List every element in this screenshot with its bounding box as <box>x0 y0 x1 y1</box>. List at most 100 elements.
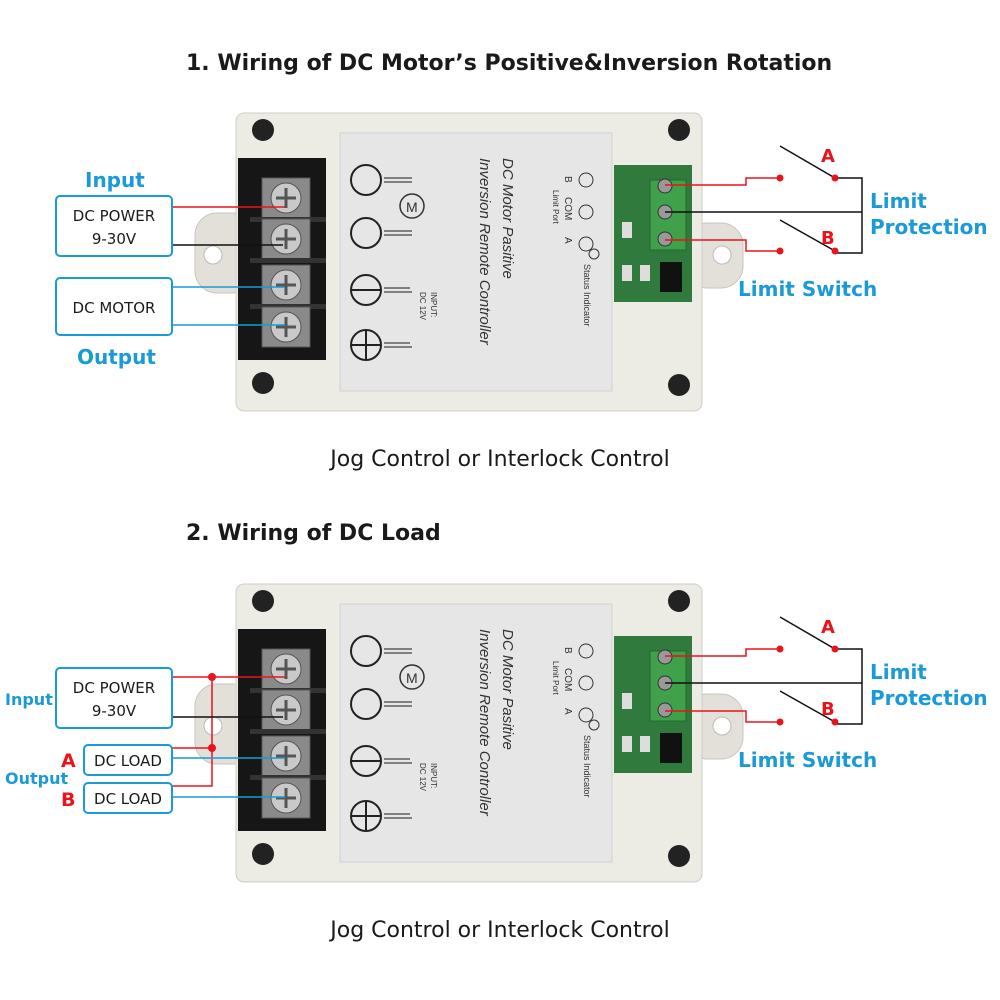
limit-switch-label: Limit Switch <box>738 277 877 301</box>
status-indicator-led <box>588 248 600 260</box>
screw-hole <box>252 119 274 141</box>
junction-dot <box>208 673 216 681</box>
dc-motor-box <box>55 277 173 336</box>
status-indicator-led <box>588 719 600 731</box>
smd-component <box>622 693 632 709</box>
screw-hole <box>252 590 274 612</box>
limit-port-led <box>578 707 594 723</box>
svg-text:DC 12V: DC 12V <box>418 292 427 321</box>
svg-text:COM: COM <box>562 197 573 220</box>
limit-screw <box>657 649 673 665</box>
switch-contact <box>831 645 839 653</box>
wire <box>779 219 836 252</box>
svg-text:Limit Port: Limit Port <box>551 661 560 696</box>
limit-port-led <box>578 643 594 659</box>
svg-text:INPUT:: INPUT: <box>429 292 438 317</box>
wire-blue <box>172 286 285 326</box>
dc-load-b-box <box>83 782 173 814</box>
arrow-icon <box>384 230 412 236</box>
svg-text:DC Motor Pasitive: DC Motor Pasitive <box>499 629 516 750</box>
dc-power-box <box>55 667 173 729</box>
arrow-icon <box>384 342 412 348</box>
panel-terminal-symbol <box>350 688 382 720</box>
switch-contact <box>776 174 784 182</box>
arrow-icon <box>384 813 412 819</box>
smd-component <box>622 265 632 281</box>
svg-text:INPUT:: INPUT: <box>429 763 438 788</box>
svg-text:Status Indicator: Status Indicator <box>582 735 592 798</box>
limit-protection-label: Limit <box>870 189 927 213</box>
limit-screw <box>657 231 673 247</box>
wire <box>665 239 780 252</box>
svg-text:Status Indicator: Status Indicator <box>582 264 592 327</box>
ear-hole <box>712 716 732 736</box>
svg-text:DC LOAD: DC LOAD <box>94 752 162 770</box>
wire <box>665 177 780 186</box>
terminal-divider <box>250 258 326 263</box>
motor-icon <box>399 664 425 690</box>
limit-protection-label: Protection <box>870 215 988 239</box>
limit-protection-label: Protection <box>870 686 988 710</box>
panel-terminal-symbol <box>350 164 382 196</box>
section-1-title: 1. Wiring of DC Motor’s Positive&Inversi… <box>186 51 832 76</box>
arrow-icon <box>384 648 412 654</box>
screw-hole <box>668 845 690 867</box>
dc-load-a-box <box>83 744 173 776</box>
limit-port-led <box>578 204 594 220</box>
svg-text:DC POWER: DC POWER <box>73 679 155 697</box>
svg-text:COM: COM <box>562 668 573 691</box>
load-a-marker: A <box>61 750 76 772</box>
limit-screw <box>657 702 673 718</box>
svg-text:DC 12V: DC 12V <box>418 763 427 792</box>
section-2-title: 2. Wiring of DC Load <box>186 521 441 546</box>
section-1-caption: Jog Control or Interlock Control <box>328 447 670 472</box>
switch-a-label: A <box>821 146 835 167</box>
screw-hole <box>668 119 690 141</box>
wire <box>779 690 836 723</box>
limit-protection-label: Limit <box>870 660 927 684</box>
svg-text:DC Motor Pasitive: DC Motor Pasitive <box>499 158 516 279</box>
svg-text:B: B <box>562 176 573 183</box>
switch-contact <box>776 247 784 255</box>
relay-chip <box>660 733 682 763</box>
panel-terminal-symbol <box>350 217 382 249</box>
output-label: Output <box>77 345 156 369</box>
limit-screw <box>657 178 673 194</box>
limit-port-led <box>578 172 594 188</box>
input-label: Input <box>85 168 145 192</box>
svg-text:9-30V: 9-30V <box>92 702 137 720</box>
switch-contact <box>831 174 839 182</box>
switch-contact <box>831 718 839 726</box>
svg-text:DC POWER: DC POWER <box>73 207 155 225</box>
ear-hole <box>203 716 223 736</box>
wire <box>779 616 863 725</box>
wire <box>665 648 780 657</box>
switch-a-label: A <box>821 617 835 638</box>
input-label: Input <box>5 690 53 709</box>
svg-text:B: B <box>562 647 573 654</box>
smd-component <box>622 222 632 238</box>
arrow-icon <box>384 758 412 764</box>
switch-contact <box>776 645 784 653</box>
switch-contact <box>831 247 839 255</box>
section-2-caption: Jog Control or Interlock Control <box>328 918 670 943</box>
ear-hole <box>712 245 732 265</box>
ear-hole <box>203 245 223 265</box>
screw-hole <box>668 374 690 396</box>
limit-port-led <box>578 675 594 691</box>
smd-component <box>640 736 650 752</box>
svg-text:Inversion Remote Controller: Inversion Remote Controller <box>476 629 493 817</box>
wire-blue <box>172 757 285 798</box>
svg-text:9-30V: 9-30V <box>92 230 137 248</box>
limit-switch-label: Limit Switch <box>738 748 877 772</box>
relay-chip <box>660 262 682 292</box>
screw-hole <box>252 843 274 865</box>
terminal-divider <box>250 729 326 734</box>
label-panel <box>339 132 613 392</box>
load-b-marker: B <box>61 789 75 811</box>
